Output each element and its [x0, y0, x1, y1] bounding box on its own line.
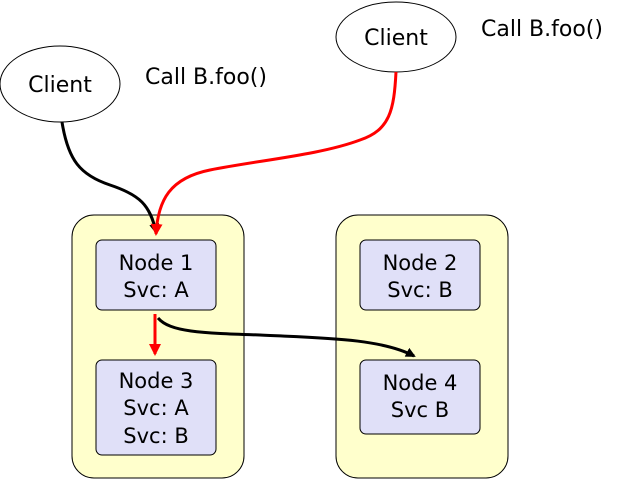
node-3: Node 3 Svc: A Svc: B: [95, 359, 217, 456]
client-right-label: Client: [364, 26, 428, 51]
node-3-name: Node 3: [119, 369, 194, 393]
call-label-right: Call B.foo(): [481, 17, 603, 42]
node-3-service-a: Svc: A: [123, 396, 189, 420]
node-2-name: Node 2: [383, 251, 458, 275]
call-label-left: Call B.foo(): [145, 65, 267, 90]
black-path-node1-to-node4: [156, 316, 416, 358]
black-path-client-to-node1: [60, 121, 160, 234]
node-1-name: Node 1: [119, 251, 194, 275]
node-1-service: Svc: A: [123, 278, 189, 302]
node-3-service-b: Svc: B: [123, 424, 188, 448]
client-left: Client: [0, 45, 121, 123]
client-right: Client: [335, 1, 457, 73]
red-path-client-to-node1: [150, 71, 398, 236]
node-2: Node 2 Svc: B: [359, 239, 481, 311]
node-4-service: Svc B: [391, 398, 449, 422]
node-1: Node 1 Svc: A: [95, 239, 217, 311]
client-left-label: Client: [28, 73, 92, 98]
node-4-name: Node 4: [383, 371, 458, 395]
node-4: Node 4 Svc B: [359, 359, 481, 435]
node-2-service: Svc: B: [387, 278, 452, 302]
